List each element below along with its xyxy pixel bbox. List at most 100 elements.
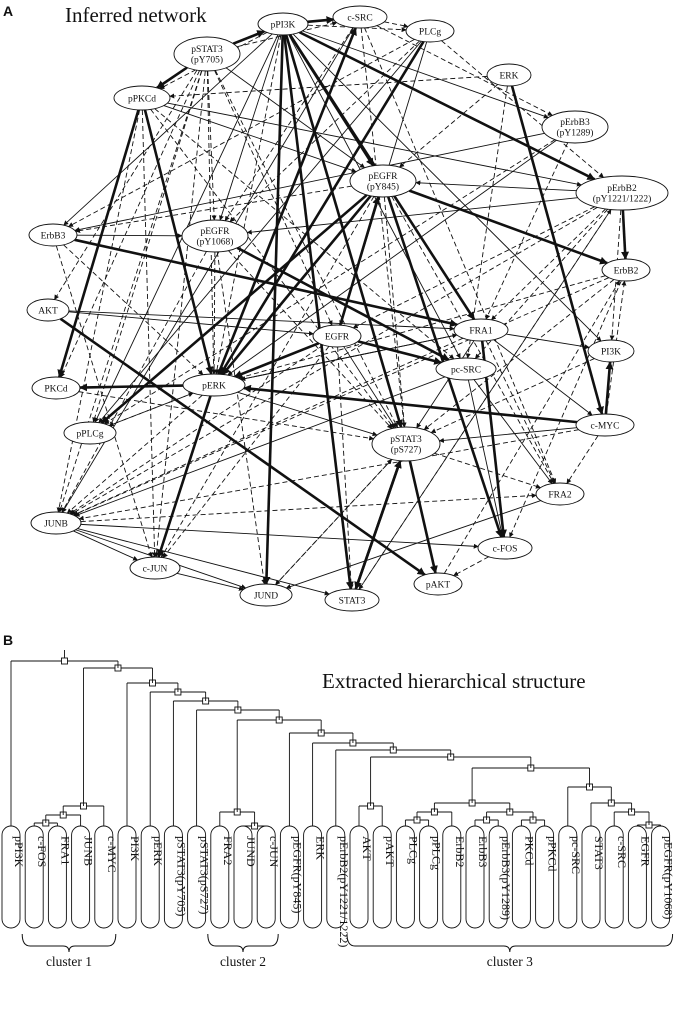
node-label: pPI3K xyxy=(271,20,296,30)
leaf-box xyxy=(442,825,462,929)
network-edge-66 xyxy=(621,209,630,260)
network-edge-110 xyxy=(438,427,577,443)
network-edge-94 xyxy=(343,346,397,429)
leaf-box xyxy=(349,825,369,929)
network-edge-90 xyxy=(68,310,455,332)
leaf-label: pPI3K xyxy=(12,836,26,868)
network-edge-11 xyxy=(63,33,273,226)
leaf-label: pEGFR(pY845) xyxy=(290,836,304,913)
node-label: ERK xyxy=(500,71,519,81)
leaf-4: c-MYC xyxy=(94,825,119,929)
leaf-0: pPI3K xyxy=(1,825,26,929)
node-ellipse xyxy=(601,258,651,282)
leaf-20: ErbB3 xyxy=(465,825,490,929)
cluster-label-2: cluster 2 xyxy=(220,954,266,969)
network-edge-52 xyxy=(56,109,141,513)
network-node-pcSRC: pc-SRC xyxy=(435,357,497,381)
network-edge-55 xyxy=(74,132,545,233)
leaf-label: c-SRC xyxy=(615,836,629,868)
leaf-label: pErbB3(pY1289) xyxy=(499,836,513,920)
leaf-label: JUND xyxy=(244,836,258,867)
leaf-box xyxy=(210,825,230,929)
network-edge-114 xyxy=(79,383,184,392)
network-edge-69 xyxy=(491,208,606,321)
leaf-2: FRA1 xyxy=(47,825,72,929)
dendrogram xyxy=(10,650,662,830)
network-edge-122 xyxy=(408,460,438,574)
network-edge-115 xyxy=(156,395,212,558)
network-edge-46 xyxy=(143,109,214,375)
network-edge-68 xyxy=(474,208,609,359)
node-label: PKCd xyxy=(44,384,67,394)
network-edge-57 xyxy=(104,139,556,425)
leaf-label: pEGFR(pY1068) xyxy=(662,836,676,919)
network-edge-100 xyxy=(506,333,590,350)
network-edge-30 xyxy=(360,27,407,428)
node-ellipse xyxy=(28,223,78,247)
node-label: pSTAT3 xyxy=(390,435,422,445)
network-node-ERK: ERK xyxy=(486,63,532,87)
network-edge-50 xyxy=(150,109,395,429)
node-label: (pY845) xyxy=(367,182,399,193)
network-edge-12 xyxy=(219,34,280,221)
network-node-JUNB: JUNB xyxy=(30,511,82,535)
network-node-cSRC: c-SRC xyxy=(332,5,388,29)
leaf-label: pSTAT3(pY705) xyxy=(174,836,188,916)
panel-b-title: Extracted hierarchical structure xyxy=(322,669,586,693)
network-edge-2 xyxy=(384,21,409,29)
network-edge-118 xyxy=(237,391,378,437)
node-label: pSTAT3 xyxy=(191,45,223,55)
node-label: STAT3 xyxy=(339,596,366,606)
network-node-JUND: JUND xyxy=(239,583,293,607)
network-edge-9 xyxy=(284,34,403,428)
network-edge-129 xyxy=(80,523,479,549)
network-edge-127 xyxy=(77,528,330,596)
node-label: pPLCg xyxy=(77,429,104,439)
network-edge-51 xyxy=(163,105,357,173)
node-label: pErbB3 xyxy=(560,118,590,128)
node-label: (pY1289) xyxy=(557,128,594,139)
node-ellipse xyxy=(324,588,380,612)
leaf-box xyxy=(372,825,392,929)
leaf-box xyxy=(233,825,253,929)
node-label: (pS727) xyxy=(391,445,422,456)
leaf-box xyxy=(581,825,601,929)
node-ellipse xyxy=(435,357,497,381)
leaf-box xyxy=(488,825,508,929)
network-edge-111 xyxy=(78,429,579,521)
node-label: pc-SRC xyxy=(451,365,481,375)
network-edge-1 xyxy=(307,16,335,25)
network-edge-44 xyxy=(465,85,508,359)
leaf-15: AKT xyxy=(349,825,374,929)
network-edge-33 xyxy=(224,27,354,222)
leaf-box xyxy=(47,825,67,929)
node-ellipse xyxy=(26,298,70,322)
panel-a-title: Inferred network xyxy=(65,3,207,27)
network-edge-18 xyxy=(156,66,188,89)
leaf-label: pPKCd xyxy=(546,836,560,871)
network-edge-108 xyxy=(604,361,614,415)
node-label: pEGFR xyxy=(200,227,230,237)
leaf-7: pSTAT3(pY705) xyxy=(163,825,188,929)
network-edge-87 xyxy=(509,280,622,538)
leaf-box xyxy=(94,825,114,929)
panel-b-letter: B xyxy=(3,632,13,648)
node-ellipse xyxy=(535,482,585,506)
leaf-8: pSTAT3(pS727) xyxy=(187,825,212,929)
leaf-box xyxy=(558,825,578,929)
network-edges xyxy=(54,16,630,596)
network-edge-137 xyxy=(443,280,621,574)
network-edge-103 xyxy=(72,337,464,516)
network-edge-107 xyxy=(74,376,446,517)
network-edge-8 xyxy=(262,34,284,585)
leaf-3: JUNB xyxy=(71,825,96,929)
network-node-pPKCd: pPKCd xyxy=(113,85,171,111)
network-edge-138 xyxy=(430,358,595,433)
dendro-node-27 xyxy=(61,657,68,665)
leaf-12: pEGFR(pY845) xyxy=(279,825,304,929)
network-node-PLCg: PLCg xyxy=(405,19,455,43)
leaf-18: pPLCg xyxy=(419,825,444,929)
network-edge-106 xyxy=(473,379,553,484)
network-edge-32 xyxy=(364,27,557,484)
